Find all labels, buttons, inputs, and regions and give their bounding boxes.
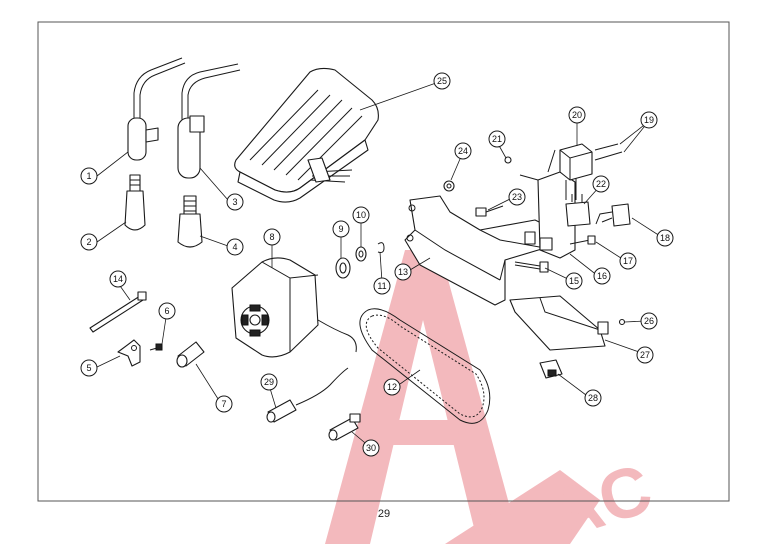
callout-label: 3 bbox=[232, 197, 237, 207]
part-21-nut bbox=[504, 156, 512, 164]
callout-label: 8 bbox=[269, 232, 274, 242]
callout-label: 9 bbox=[338, 224, 343, 234]
part-18-connector bbox=[595, 203, 631, 227]
callout-label: 30 bbox=[366, 443, 376, 453]
part-13-bracket bbox=[404, 195, 561, 306]
part-25-foot-pedal bbox=[234, 67, 379, 203]
callout-label: 6 bbox=[164, 306, 169, 316]
svg-text:AC: AC bbox=[541, 449, 661, 544]
callout-label: 18 bbox=[660, 233, 670, 243]
callout-27: 27 bbox=[636, 346, 654, 364]
callout-13: 13 bbox=[394, 263, 412, 281]
callout-7: 7 bbox=[215, 395, 233, 413]
callout-label: 29 bbox=[264, 377, 274, 387]
callout-label: 20 bbox=[572, 110, 582, 120]
callout-28: 28 bbox=[584, 389, 602, 407]
part-8-motor bbox=[231, 257, 357, 358]
part-3-fitting bbox=[177, 63, 241, 179]
callout-1: 1 bbox=[80, 167, 98, 185]
page-frame bbox=[37, 21, 730, 502]
part-29-sensor bbox=[266, 367, 349, 423]
callout-label: 23 bbox=[512, 192, 522, 202]
callout-4: 4 bbox=[226, 238, 244, 256]
callout-label: 17 bbox=[623, 256, 633, 266]
callout-label: 5 bbox=[86, 363, 91, 373]
callout-label: 19 bbox=[644, 115, 654, 125]
callout-2: 2 bbox=[80, 233, 98, 251]
callout-19: 19 bbox=[640, 111, 658, 129]
callout-label: 22 bbox=[596, 179, 606, 189]
part-2-plug bbox=[124, 174, 146, 231]
callout-label: 26 bbox=[644, 316, 654, 326]
page-number: 29 bbox=[377, 508, 391, 520]
part-15-screw bbox=[514, 261, 549, 273]
part-12-belt bbox=[359, 308, 491, 424]
part-7-sleeve bbox=[176, 341, 205, 368]
callout-label: 25 bbox=[437, 76, 447, 86]
callout-6: 6 bbox=[158, 302, 176, 320]
callout-9: 9 bbox=[332, 220, 350, 238]
callout-label: 13 bbox=[398, 267, 408, 277]
callout-label: 15 bbox=[569, 276, 579, 286]
part-30-sleeve bbox=[328, 413, 361, 441]
part-22-terminal bbox=[565, 194, 591, 227]
callout-label: 14 bbox=[113, 274, 123, 284]
part-14-cable-tie bbox=[89, 291, 147, 333]
callout-14: 14 bbox=[109, 270, 127, 288]
callout-24: 24 bbox=[454, 142, 472, 160]
part-6-screw bbox=[149, 343, 163, 351]
callout-label: 4 bbox=[232, 242, 237, 252]
callout-29: 29 bbox=[260, 373, 278, 391]
part-23-screw bbox=[475, 205, 504, 217]
callout-5: 5 bbox=[80, 359, 98, 377]
callout-label: 1 bbox=[86, 171, 91, 181]
callout-26: 26 bbox=[640, 312, 658, 330]
callout-8: 8 bbox=[263, 228, 281, 246]
callout-10: 10 bbox=[352, 206, 370, 224]
callout-label: 24 bbox=[458, 146, 468, 156]
callout-30: 30 bbox=[362, 439, 380, 457]
part-5-bracket bbox=[117, 339, 141, 367]
callout-label: 12 bbox=[387, 382, 397, 392]
callout-12: 12 bbox=[383, 378, 401, 396]
part-4-plug bbox=[177, 195, 203, 248]
callout-label: 7 bbox=[221, 399, 226, 409]
part-27-plate bbox=[509, 295, 609, 351]
callout-3: 3 bbox=[226, 193, 244, 211]
part-9-pulley bbox=[335, 257, 351, 279]
callout-label: 16 bbox=[597, 271, 607, 281]
part-17-screw bbox=[569, 235, 596, 245]
callout-label: 28 bbox=[588, 393, 598, 403]
callout-23: 23 bbox=[508, 188, 526, 206]
callout-label: 10 bbox=[356, 210, 366, 220]
part-24-nut bbox=[443, 180, 455, 192]
callout-25: 25 bbox=[433, 72, 451, 90]
part-20-switch bbox=[559, 143, 593, 200]
callout-20: 20 bbox=[568, 106, 586, 124]
callout-21: 21 bbox=[488, 130, 506, 148]
callout-18: 18 bbox=[656, 229, 674, 247]
callout-22: 22 bbox=[592, 175, 610, 193]
callout-11: 11 bbox=[373, 277, 391, 295]
part-1-fitting bbox=[127, 57, 186, 161]
callout-16: 16 bbox=[593, 267, 611, 285]
part-10-washer bbox=[355, 246, 367, 262]
callout-label: 11 bbox=[377, 281, 386, 291]
callout-17: 17 bbox=[619, 252, 637, 270]
callout-15: 15 bbox=[565, 272, 583, 290]
part-11-clip bbox=[377, 242, 385, 253]
callout-label: 2 bbox=[86, 237, 91, 247]
callout-label: 27 bbox=[640, 350, 650, 360]
callout-label: 21 bbox=[492, 134, 502, 144]
watermark-logo: AC bbox=[325, 250, 661, 544]
part-19-screws bbox=[594, 143, 623, 161]
part-28-switch bbox=[539, 359, 563, 379]
part-26-screw bbox=[618, 318, 626, 326]
